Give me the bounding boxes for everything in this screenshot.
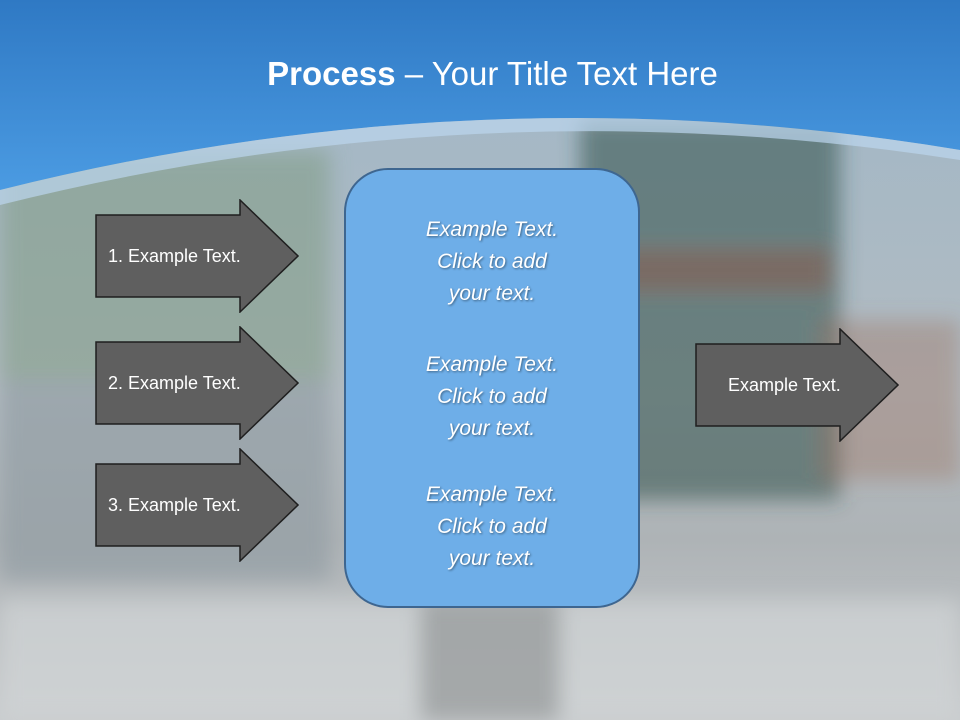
title-rest: – Your Title Text Here bbox=[395, 55, 718, 92]
right-arrow-label: Example Text. bbox=[728, 374, 841, 395]
right-arrow[interactable]: Example Text. bbox=[695, 328, 899, 442]
center-item-1: Example Text. Click to add your text. bbox=[346, 214, 638, 310]
left-arrow-3[interactable]: 3. Example Text. bbox=[95, 448, 299, 562]
arrow-shape-icon bbox=[695, 328, 899, 442]
center-text-box[interactable]: Example Text. Click to add your text. Ex… bbox=[344, 168, 640, 608]
left-arrow-label: 3. Example Text. bbox=[108, 494, 241, 515]
left-arrow-label: 1. Example Text. bbox=[108, 245, 241, 266]
item-line: Click to add bbox=[437, 385, 547, 408]
left-arrow-1[interactable]: 1. Example Text. bbox=[95, 199, 299, 313]
arrow-shape-icon bbox=[95, 199, 299, 313]
item-line: your text. bbox=[448, 547, 536, 570]
left-arrow-label: 2. Example Text. bbox=[108, 372, 241, 393]
item-line: Click to add bbox=[437, 250, 547, 273]
item-line: your text. bbox=[448, 282, 536, 305]
slide-title: Process – Your Title Text Here bbox=[0, 52, 960, 96]
left-arrow-2[interactable]: 2. Example Text. bbox=[95, 326, 299, 440]
item-line: Example Text. bbox=[425, 483, 559, 506]
center-item-3: Example Text. Click to add your text. bbox=[346, 479, 638, 575]
arrow-shape-icon bbox=[95, 326, 299, 440]
arrow-shape-icon bbox=[95, 448, 299, 562]
item-line: Click to add bbox=[437, 515, 547, 538]
title-bold: Process bbox=[267, 55, 396, 92]
center-item-2: Example Text. Click to add your text. bbox=[346, 349, 638, 445]
item-line: Example Text. bbox=[425, 353, 559, 376]
item-line: your text. bbox=[448, 417, 536, 440]
item-line: Example Text. bbox=[425, 218, 559, 241]
